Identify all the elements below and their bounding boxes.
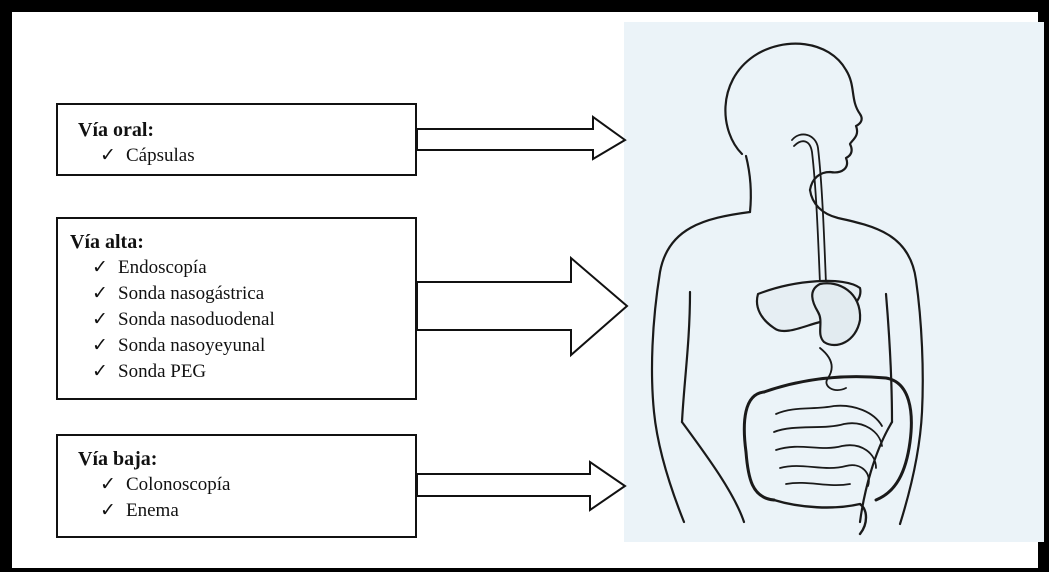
list-item: ✓Cápsulas (78, 143, 415, 169)
via-oral-list: ✓Cápsulas (78, 143, 415, 169)
via-baja-list: ✓Colonoscopía ✓Enema (78, 472, 415, 524)
check-icon: ✓ (92, 281, 118, 307)
arrow-baja (417, 462, 625, 510)
check-icon: ✓ (92, 333, 118, 359)
via-alta-box: Vía alta: ✓Endoscopía ✓Sonda nasogástric… (56, 217, 417, 400)
list-item: ✓Sonda PEG (70, 359, 415, 385)
check-icon: ✓ (100, 472, 126, 498)
via-alta-list: ✓Endoscopía ✓Sonda nasogástrica ✓Sonda n… (70, 255, 415, 385)
arrow-oral (417, 117, 625, 159)
check-icon: ✓ (100, 143, 126, 169)
via-baja-box: Vía baja: ✓Colonoscopía ✓Enema (56, 434, 417, 538)
list-item: ✓Enema (78, 498, 415, 524)
list-item: ✓Endoscopía (70, 255, 415, 281)
check-icon: ✓ (92, 255, 118, 281)
check-icon: ✓ (92, 307, 118, 333)
via-alta-title: Vía alta: (70, 229, 415, 255)
check-icon: ✓ (100, 498, 126, 524)
list-item: ✓Sonda nasogástrica (70, 281, 415, 307)
check-icon: ✓ (92, 359, 118, 385)
via-baja-title: Vía baja: (78, 446, 415, 472)
via-oral-box: Vía oral: ✓Cápsulas (56, 103, 417, 176)
list-item: ✓Sonda nasoduodenal (70, 307, 415, 333)
via-oral-title: Vía oral: (78, 117, 415, 143)
list-item: ✓Sonda nasoyeyunal (70, 333, 415, 359)
list-item: ✓Colonoscopía (78, 472, 415, 498)
arrow-alta (417, 258, 627, 355)
